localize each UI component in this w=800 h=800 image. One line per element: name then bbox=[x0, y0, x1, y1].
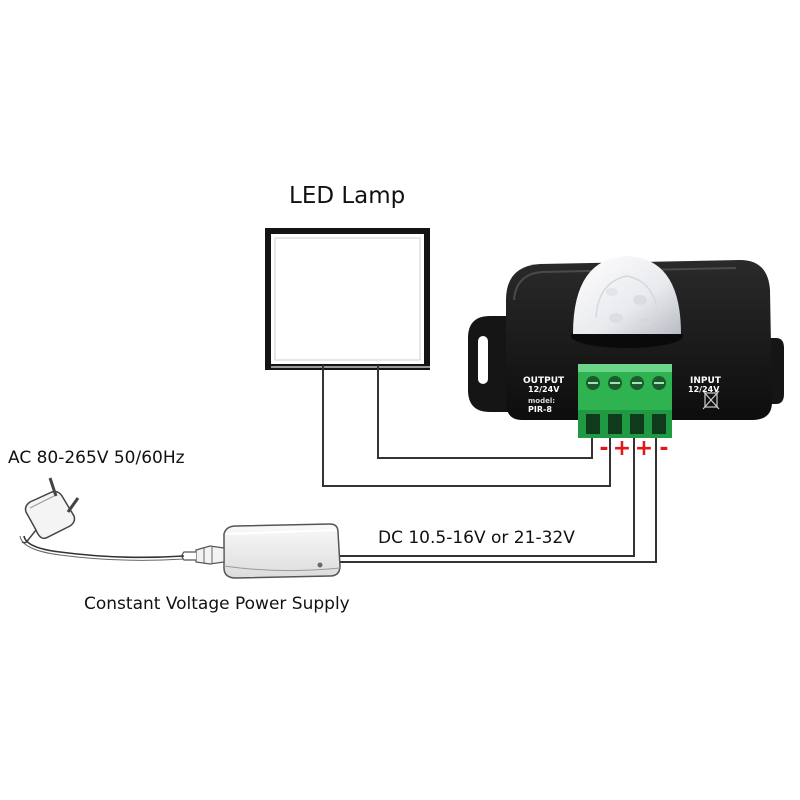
led-panel-icon bbox=[265, 228, 430, 370]
output-voltage: 12/24V bbox=[528, 385, 560, 394]
terminal-1-polarity: - bbox=[599, 436, 608, 461]
power-supply-icon bbox=[19, 523, 341, 579]
terminal-block bbox=[578, 364, 672, 438]
terminal-2-polarity: + bbox=[613, 436, 631, 461]
wall-plug-icon bbox=[21, 477, 80, 544]
lamp-wires bbox=[322, 365, 611, 487]
input-title: INPUT bbox=[690, 376, 722, 386]
pir-sensor-icon bbox=[468, 256, 784, 438]
input-voltage: 12/24V bbox=[688, 385, 720, 394]
led-lamp-label: LED Lamp bbox=[289, 183, 406, 209]
recycle-icon bbox=[702, 390, 720, 410]
polarity-marks: - + + - bbox=[599, 436, 668, 461]
terminal-3-polarity: + bbox=[635, 436, 653, 461]
dc-voltage-label: DC 10.5-16V or 21-32V bbox=[378, 528, 575, 548]
power-wires bbox=[338, 432, 657, 563]
ac-input-label: AC 80-265V 50/60Hz bbox=[8, 448, 185, 468]
model-name: PIR-8 bbox=[528, 405, 552, 414]
output-title: OUTPUT bbox=[523, 376, 565, 386]
terminal-4-polarity: - bbox=[659, 436, 668, 461]
model-label: model: bbox=[528, 397, 555, 405]
sensor-labels: OUTPUT 12/24V model: PIR-8 INPUT 12/24V bbox=[523, 376, 722, 414]
power-supply-label: Constant Voltage Power Supply bbox=[84, 594, 350, 614]
